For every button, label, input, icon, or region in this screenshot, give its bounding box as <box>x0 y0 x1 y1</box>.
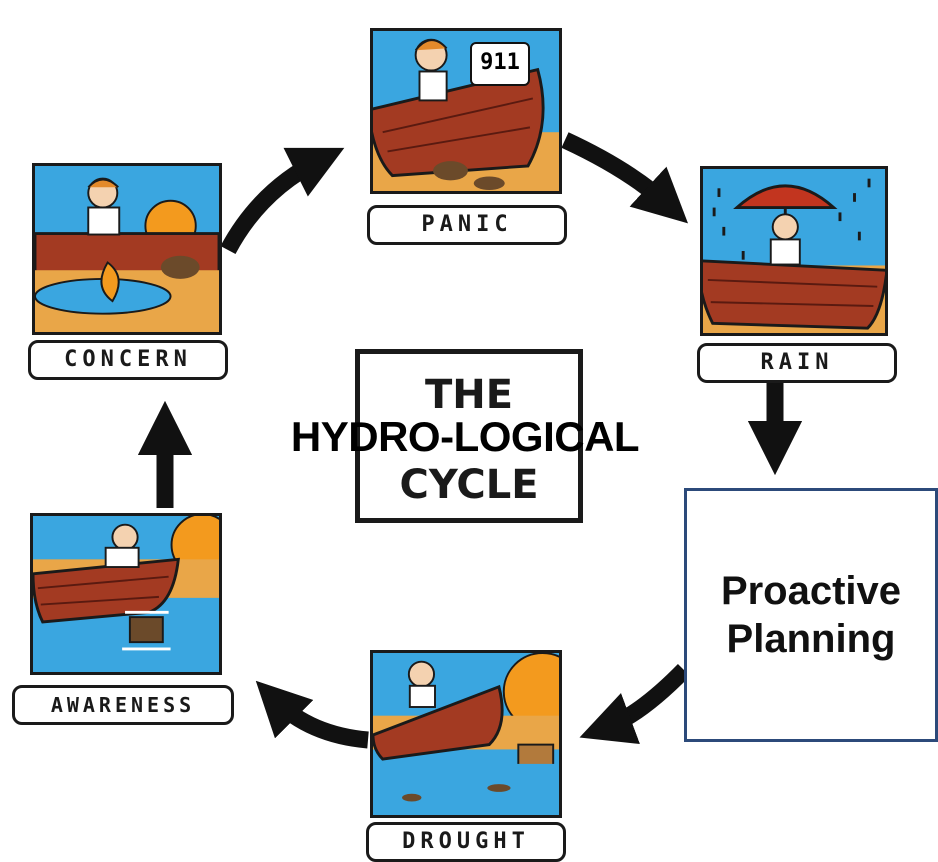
center-title-hydro-logical: HYDRO-LOGICAL <box>290 413 640 460</box>
callout-line-1: Proactive <box>720 569 902 613</box>
center-title-the: THE <box>424 372 514 418</box>
concern-illustration <box>32 163 222 335</box>
arrow-panic-to-rain <box>561 132 689 224</box>
drought-illustration <box>370 650 562 818</box>
panic-illustration <box>370 28 562 194</box>
arrow-concern-to-panic <box>220 147 345 255</box>
panic-911-badge: 911 <box>470 42 530 86</box>
rain-illustration <box>700 166 888 336</box>
proactive-planning-callout: Proactive Planning <box>684 488 938 742</box>
awareness-illustration <box>30 513 222 675</box>
stage-label-awareness: AWARENESS <box>12 685 234 725</box>
callout-line-2: Planning <box>726 617 896 661</box>
center-title-cycle: CYCLE <box>399 462 539 508</box>
stage-label-rain: RAIN <box>697 343 897 383</box>
arrow-drought-to-awareness <box>255 680 369 749</box>
center-title-box: THE CYCLE <box>355 349 583 523</box>
stage-label-concern: CONCERN <box>28 340 228 380</box>
arrow-proactive-to-drought <box>579 664 691 745</box>
stage-label-panic: PANIC <box>367 205 567 245</box>
stage-label-drought: DROUGHT <box>366 822 566 862</box>
